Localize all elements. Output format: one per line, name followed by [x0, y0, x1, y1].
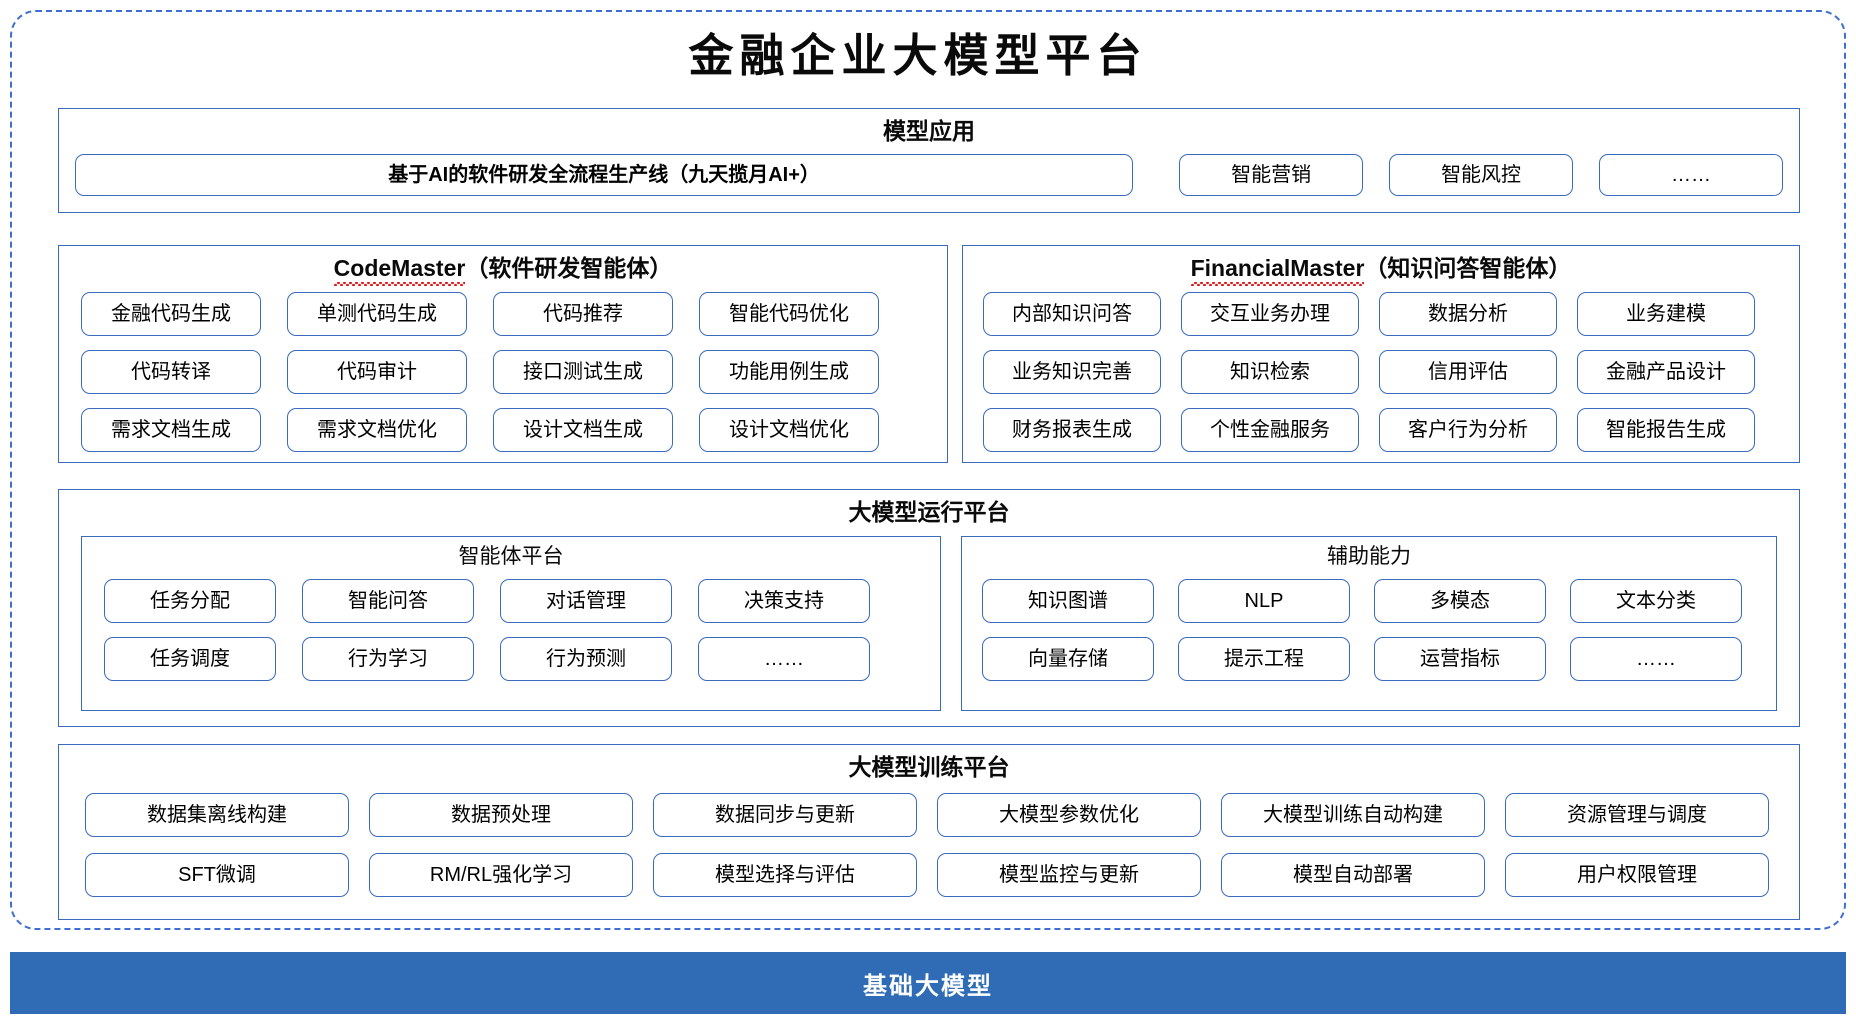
chip-rm-rl-learning[interactable]: RM/RL强化学习 — [369, 853, 633, 897]
chip-financial-product-design[interactable]: 金融产品设计 — [1577, 350, 1755, 394]
chip-code-financial-code-gen[interactable]: 金融代码生成 — [81, 292, 261, 336]
financial-master-name: FinancialMaster — [1190, 255, 1365, 286]
panel-financial-master: FinancialMaster（知识问答智能体） 内部知识问答 交互业务办理 数… — [962, 245, 1800, 463]
chip-model-param-optimize[interactable]: 大模型参数优化 — [937, 793, 1201, 837]
train-platform-row-1: 数据集离线构建 数据预处理 数据同步与更新 大模型参数优化 大模型训练自动构建 … — [85, 793, 1769, 837]
agent-platform-row-2: 任务调度 行为学习 行为预测 …… — [104, 637, 870, 681]
code-master-name: CodeMaster — [333, 255, 466, 286]
chip-code-smart-optimize[interactable]: 智能代码优化 — [699, 292, 879, 336]
chip-behavior-learning[interactable]: 行为学习 — [302, 637, 474, 681]
chip-api-test-gen[interactable]: 接口测试生成 — [493, 350, 673, 394]
aux-capability-row-2: 向量存储 提示工程 运营指标 …… — [982, 637, 1742, 681]
chip-data-preprocessing[interactable]: 数据预处理 — [369, 793, 633, 837]
chip-knowledge-graph[interactable]: 知识图谱 — [982, 579, 1154, 623]
model-application-chip-row: 基于AI的软件研发全流程生产线（九天揽月AI+） 智能营销 智能风控 …… — [75, 154, 1783, 196]
code-master-row-3: 需求文档生成 需求文档优化 设计文档生成 设计文档优化 — [81, 408, 879, 452]
base-model-label: 基础大模型 — [863, 972, 993, 1000]
panel-model-application: 模型应用 基于AI的软件研发全流程生产线（九天揽月AI+） 智能营销 智能风控 … — [58, 108, 1800, 213]
panel-run-platform: 大模型运行平台 智能体平台 任务分配 智能问答 对话管理 决策支持 任务调度 行… — [58, 489, 1800, 727]
chip-resource-management[interactable]: 资源管理与调度 — [1505, 793, 1769, 837]
chip-personalized-service[interactable]: 个性金融服务 — [1181, 408, 1359, 452]
chip-credit-assessment[interactable]: 信用评估 — [1379, 350, 1557, 394]
chip-sft-finetune[interactable]: SFT微调 — [85, 853, 349, 897]
chip-smart-qa[interactable]: 智能问答 — [302, 579, 474, 623]
aux-capability-row-1: 知识图谱 NLP 多模态 文本分类 — [982, 579, 1742, 623]
chip-knowledge-retrieval[interactable]: 知识检索 — [1181, 350, 1359, 394]
chip-prompt-engineering[interactable]: 提示工程 — [1178, 637, 1350, 681]
chip-data-sync-update[interactable]: 数据同步与更新 — [653, 793, 917, 837]
panel-train-platform: 大模型训练平台 数据集离线构建 数据预处理 数据同步与更新 大模型参数优化 大模… — [58, 744, 1800, 920]
chip-code-unittest-gen[interactable]: 单测代码生成 — [287, 292, 467, 336]
code-master-subtitle: （软件研发智能体） — [465, 255, 673, 281]
chip-code-recommend[interactable]: 代码推荐 — [493, 292, 673, 336]
chip-smart-report-gen[interactable]: 智能报告生成 — [1577, 408, 1755, 452]
chip-interactive-business[interactable]: 交互业务办理 — [1181, 292, 1359, 336]
panel-code-master: CodeMaster（软件研发智能体） 金融代码生成 单测代码生成 代码推荐 智… — [58, 245, 948, 463]
financial-master-row-3: 财务报表生成 个性金融服务 客户行为分析 智能报告生成 — [983, 408, 1755, 452]
chip-ai-software-pipeline[interactable]: 基于AI的软件研发全流程生产线（九天揽月AI+） — [75, 154, 1134, 196]
chip-model-monitor-update[interactable]: 模型监控与更新 — [937, 853, 1201, 897]
chip-vector-store[interactable]: 向量存储 — [982, 637, 1154, 681]
chip-internal-knowledge-qa[interactable]: 内部知识问答 — [983, 292, 1161, 336]
chip-aux-capability-more[interactable]: …… — [1570, 637, 1742, 681]
base-model-bar: 基础大模型 — [10, 952, 1846, 1014]
chip-nlp[interactable]: NLP — [1178, 579, 1350, 623]
chip-behavior-prediction[interactable]: 行为预测 — [500, 637, 672, 681]
chip-customer-behavior[interactable]: 客户行为分析 — [1379, 408, 1557, 452]
chip-model-select-eval[interactable]: 模型选择与评估 — [653, 853, 917, 897]
chip-design-doc-opt[interactable]: 设计文档优化 — [699, 408, 879, 452]
chip-business-knowledge-improve[interactable]: 业务知识完善 — [983, 350, 1161, 394]
chip-task-scheduling[interactable]: 任务调度 — [104, 637, 276, 681]
chip-operation-metrics[interactable]: 运营指标 — [1374, 637, 1546, 681]
financial-master-subtitle: （知识问答智能体） — [1364, 255, 1572, 281]
chip-smart-marketing[interactable]: 智能营销 — [1179, 154, 1364, 196]
panel-title-run-platform: 大模型运行平台 — [848, 499, 1010, 525]
chip-req-doc-optimize[interactable]: 需求文档优化 — [287, 408, 467, 452]
chip-text-classification[interactable]: 文本分类 — [1570, 579, 1742, 623]
financial-master-row-1: 内部知识问答 交互业务办理 数据分析 业务建模 — [983, 292, 1755, 336]
chip-financial-report-gen[interactable]: 财务报表生成 — [983, 408, 1161, 452]
chip-design-doc-gen[interactable]: 设计文档生成 — [493, 408, 673, 452]
agent-platform-row-1: 任务分配 智能问答 对话管理 决策支持 — [104, 579, 870, 623]
train-platform-row-2: SFT微调 RM/RL强化学习 模型选择与评估 模型监控与更新 模型自动部署 用… — [85, 853, 1769, 897]
chip-multimodal[interactable]: 多模态 — [1374, 579, 1546, 623]
subpanel-title-aux-capability: 辅助能力 — [1327, 545, 1411, 568]
panel-title-code-master: CodeMaster（软件研发智能体） — [59, 254, 947, 286]
page-title: 金融企业大模型平台 — [688, 31, 1148, 81]
chip-business-modeling[interactable]: 业务建模 — [1577, 292, 1755, 336]
subpanel-agent-platform: 智能体平台 任务分配 智能问答 对话管理 决策支持 任务调度 行为学习 行为预测… — [81, 536, 941, 711]
chip-agent-platform-more[interactable]: …… — [698, 637, 870, 681]
panel-title-model-application: 模型应用 — [883, 118, 975, 144]
chip-model-application-more[interactable]: …… — [1599, 154, 1783, 196]
chip-task-assignment[interactable]: 任务分配 — [104, 579, 276, 623]
panel-title-financial-master: FinancialMaster（知识问答智能体） — [963, 254, 1799, 286]
chip-dataset-offline-build[interactable]: 数据集离线构建 — [85, 793, 349, 837]
chip-data-analysis[interactable]: 数据分析 — [1379, 292, 1557, 336]
chip-code-audit[interactable]: 代码审计 — [287, 350, 467, 394]
chip-user-permission[interactable]: 用户权限管理 — [1505, 853, 1769, 897]
financial-master-row-2: 业务知识完善 知识检索 信用评估 金融产品设计 — [983, 350, 1755, 394]
chip-dialog-management[interactable]: 对话管理 — [500, 579, 672, 623]
code-master-row-2: 代码转译 代码审计 接口测试生成 功能用例生成 — [81, 350, 879, 394]
subpanel-aux-capability: 辅助能力 知识图谱 NLP 多模态 文本分类 向量存储 提示工程 运营指标 …… — [961, 536, 1777, 711]
subpanel-title-agent-platform: 智能体平台 — [458, 545, 564, 568]
code-master-row-1: 金融代码生成 单测代码生成 代码推荐 智能代码优化 — [81, 292, 879, 336]
panel-title-train-platform: 大模型训练平台 — [848, 754, 1010, 780]
chip-model-auto-deploy[interactable]: 模型自动部署 — [1221, 853, 1485, 897]
chip-req-doc-gen[interactable]: 需求文档生成 — [81, 408, 261, 452]
chip-decision-support[interactable]: 决策支持 — [698, 579, 870, 623]
chip-smart-risk-control[interactable]: 智能风控 — [1389, 154, 1574, 196]
chip-feature-case-gen[interactable]: 功能用例生成 — [699, 350, 879, 394]
chip-code-transpile[interactable]: 代码转译 — [81, 350, 261, 394]
chip-train-auto-build[interactable]: 大模型训练自动构建 — [1221, 793, 1485, 837]
